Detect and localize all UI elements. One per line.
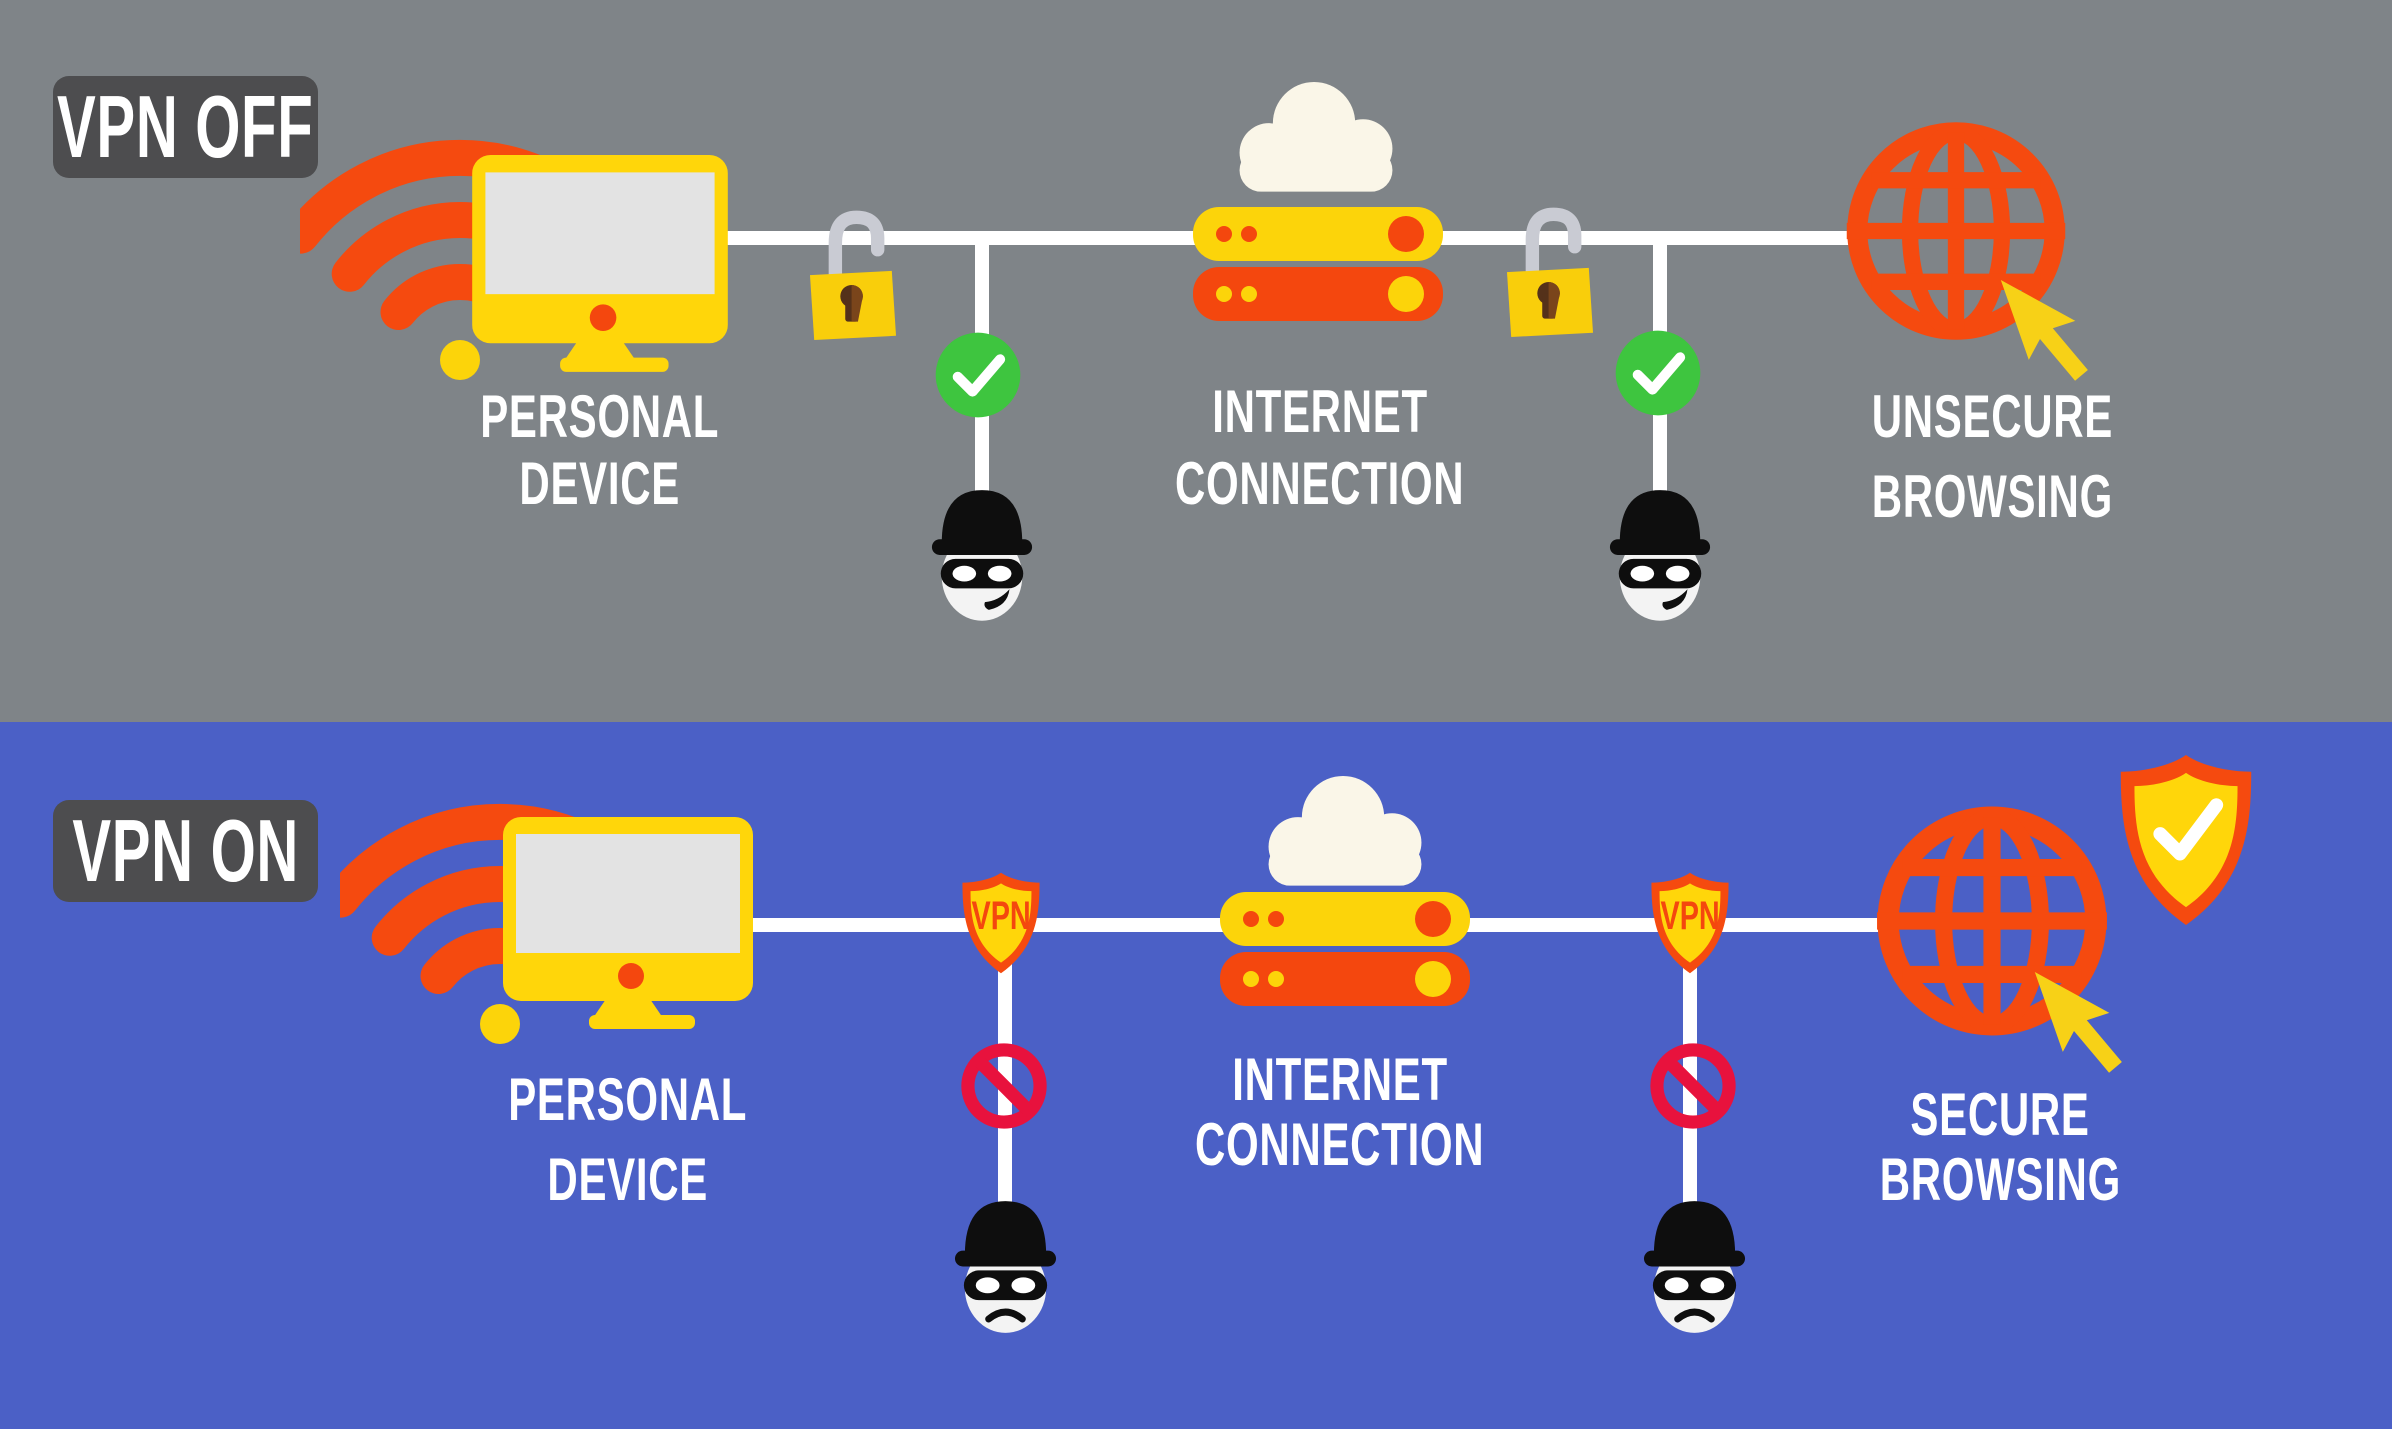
monitor-icon	[472, 155, 728, 376]
unlocked-padlock-icon	[1504, 203, 1596, 337]
check-circle-icon	[932, 329, 1024, 421]
no-entry-icon	[960, 1042, 1048, 1130]
happy-burglar-icon	[1606, 482, 1714, 622]
browsing-label-line1: UNSECURE	[1871, 383, 2113, 450]
vpn-on-badge-label: VPN ON	[72, 801, 299, 900]
vpn-off-badge: VPN OFF	[53, 76, 318, 178]
monitor-icon	[503, 817, 753, 1033]
device-label-line2: DEVICE	[547, 1146, 709, 1213]
server-stack-icon	[1220, 892, 1470, 1006]
sad-burglar-icon	[1640, 1193, 1749, 1334]
sad-burglar-icon	[951, 1193, 1060, 1334]
device-label-line1: PERSONAL	[508, 1066, 748, 1133]
vpn-shield-label: VPN	[1660, 894, 1720, 938]
browsing-label-line1: SECURE	[1910, 1081, 2090, 1148]
no-entry-icon	[1649, 1042, 1737, 1130]
unlocked-padlock-icon	[807, 206, 899, 340]
cloud-icon	[1218, 72, 1414, 192]
happy-burglar-icon	[928, 482, 1036, 622]
cloud-icon	[1247, 766, 1443, 886]
device-label-line1: PERSONAL	[480, 383, 720, 450]
server-stack-icon	[1193, 207, 1443, 321]
vpn-off-badge-label: VPN OFF	[57, 77, 314, 176]
internet-label-line2: CONNECTION	[1175, 450, 1465, 517]
internet-label-line1: INTERNET	[1232, 1046, 1448, 1113]
internet-label-line2: CONNECTION	[1195, 1111, 1485, 1178]
shield-check-icon	[2110, 752, 2262, 928]
check-circle-icon	[1612, 327, 1704, 419]
internet-label-line1: INTERNET	[1212, 378, 1428, 445]
vpn-shield-label: VPN	[971, 894, 1031, 938]
vpn-off-panel: VPN OFF PERSONAL DEVICE INTERNET CONNECT…	[0, 0, 2392, 722]
device-label-line2: DEVICE	[519, 450, 681, 517]
browsing-label-line2: BROWSING	[1879, 1146, 2121, 1213]
browsing-label-line2: BROWSING	[1871, 463, 2113, 530]
vpn-on-badge: VPN ON	[53, 800, 318, 902]
